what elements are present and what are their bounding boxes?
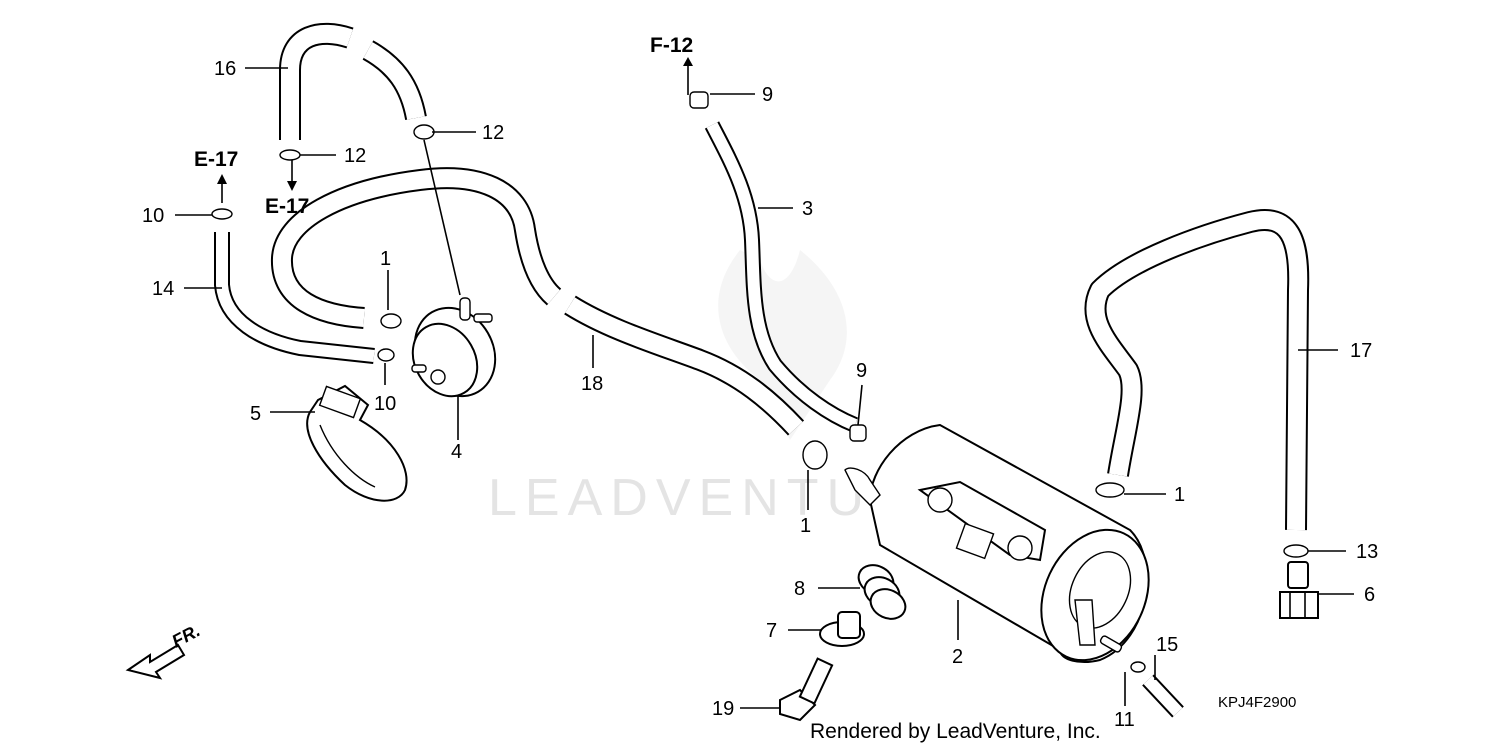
callout-4: 4: [451, 441, 462, 463]
callout-14: 14: [152, 278, 174, 300]
callout-labels: 1 1 1 1 2 3 4 5 6 7 8 9 9 10 10 11 12 12…: [142, 58, 1378, 731]
part-8-grommet: [857, 564, 907, 620]
part-2-canister: [844, 423, 1150, 663]
part-4-valve: [411, 297, 497, 398]
callout-3: 3: [802, 198, 813, 220]
callout-5: 5: [250, 403, 261, 425]
part-6-fitting: [1279, 561, 1319, 619]
hose-3: [704, 121, 859, 433]
part-19-bolt: [779, 657, 834, 722]
diagram-code: KPJ4F2900: [1218, 694, 1296, 711]
callout-10: 10: [374, 393, 396, 415]
callout-15: 15: [1156, 634, 1178, 656]
callout-18: 18: [581, 373, 603, 395]
callout-7: 7: [766, 620, 777, 642]
callout-8: 8: [794, 578, 805, 600]
callout-13: 13: [1356, 541, 1378, 563]
callout-10: 10: [142, 205, 164, 227]
hose-14: [214, 232, 375, 364]
callout-6: 6: [1364, 584, 1375, 606]
hose-18: [564, 295, 805, 436]
hose-arch-left: [271, 167, 562, 329]
callout-1: 1: [1174, 484, 1185, 506]
front-direction-arrow: [125, 643, 186, 680]
callout-16: 16: [214, 58, 236, 80]
footer-credit: Rendered by LeadVenture, Inc.: [810, 720, 1101, 743]
callout-12: 12: [344, 145, 366, 167]
callout-12: 12: [482, 122, 504, 144]
part-7-collar: [819, 611, 865, 647]
callout-17: 17: [1350, 340, 1372, 362]
hose-16: [279, 22, 427, 140]
callout-9: 9: [856, 360, 867, 382]
callout-1: 1: [800, 515, 811, 537]
callout-1: 1: [380, 248, 391, 270]
leader-lines: [175, 57, 1354, 709]
hose-17: [1084, 209, 1310, 531]
callout-19: 19: [712, 698, 734, 720]
hose-15: [1142, 674, 1184, 718]
clamp-parts: [211, 91, 1309, 673]
ref-label-f12: F-12: [650, 34, 693, 57]
ref-label-e17-top: E-17: [194, 148, 238, 171]
callout-11: 11: [1114, 709, 1135, 731]
part-5-band: [306, 384, 408, 502]
callout-2: 2: [952, 646, 963, 668]
callout-9: 9: [762, 84, 773, 106]
ref-label-e17-bottom: E-17: [265, 195, 309, 218]
